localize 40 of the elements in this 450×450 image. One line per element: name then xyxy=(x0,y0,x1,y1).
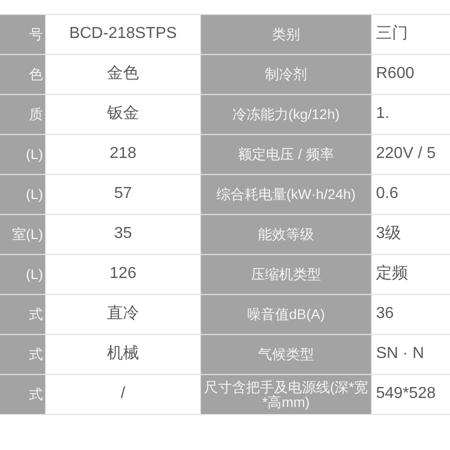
spec-value-cell: 57 xyxy=(46,175,200,214)
spec-value-cell: 1. xyxy=(372,95,450,134)
spec-value-cell: 3级 xyxy=(372,215,450,254)
spec-label-cell: 综合耗电量(kW·h/24h) xyxy=(201,175,371,214)
spec-value-cell: 218 xyxy=(46,135,200,174)
spec-label-cell: 号 xyxy=(0,15,45,54)
spec-label-cell: 尺寸含把手及电源线(深*宽*高mm) xyxy=(201,375,371,414)
spec-value-cell: 钣金 xyxy=(46,95,200,134)
spec-label-cell: 色 xyxy=(0,55,45,94)
spec-label-cell: 噪音值dB(A) xyxy=(201,295,371,334)
spec-label-cell: 类别 xyxy=(201,15,371,54)
spec-value-cell: 三门 xyxy=(372,15,450,54)
spec-label-cell: (L) xyxy=(0,135,45,174)
spec-label-cell: 式 xyxy=(0,295,45,334)
spec-value-cell: / xyxy=(46,375,200,414)
spec-label-cell: 压缩机类型 xyxy=(201,255,371,294)
spec-label-cell: 质 xyxy=(0,95,45,134)
spec-value-cell: 35 xyxy=(46,215,200,254)
spec-value-cell: 机械 xyxy=(46,335,200,374)
spec-value-cell: SN · N xyxy=(372,335,450,374)
spec-value-cell: 126 xyxy=(46,255,200,294)
spec-label-cell: 式 xyxy=(0,335,45,374)
spec-label-cell: (L) xyxy=(0,175,45,214)
spec-value-cell: 定频 xyxy=(372,255,450,294)
spec-value-cell: 直冷 xyxy=(46,295,200,334)
spec-label-cell: 气候类型 xyxy=(201,335,371,374)
spec-value-cell: 220V / 5 xyxy=(372,135,450,174)
spec-label-cell: (L) xyxy=(0,255,45,294)
spec-value-cell: 549*528 xyxy=(372,375,450,414)
spec-label-cell: 室(L) xyxy=(0,215,45,254)
spec-value-cell: BCD-218STPS xyxy=(46,15,200,54)
spec-label-cell: 冷冻能力(kg/12h) xyxy=(201,95,371,134)
spec-value-cell: 0.6 xyxy=(372,175,450,214)
spec-value-cell: 36 xyxy=(372,295,450,334)
spec-value-cell: R600 xyxy=(372,55,450,94)
spec-label-cell: 式 xyxy=(0,375,45,414)
spec-label-cell: 制冷剂 xyxy=(201,55,371,94)
spec-label-cell: 能效等级 xyxy=(201,215,371,254)
spec-label-cell: 额定电压 / 频率 xyxy=(201,135,371,174)
spec-value-cell: 金色 xyxy=(46,55,200,94)
